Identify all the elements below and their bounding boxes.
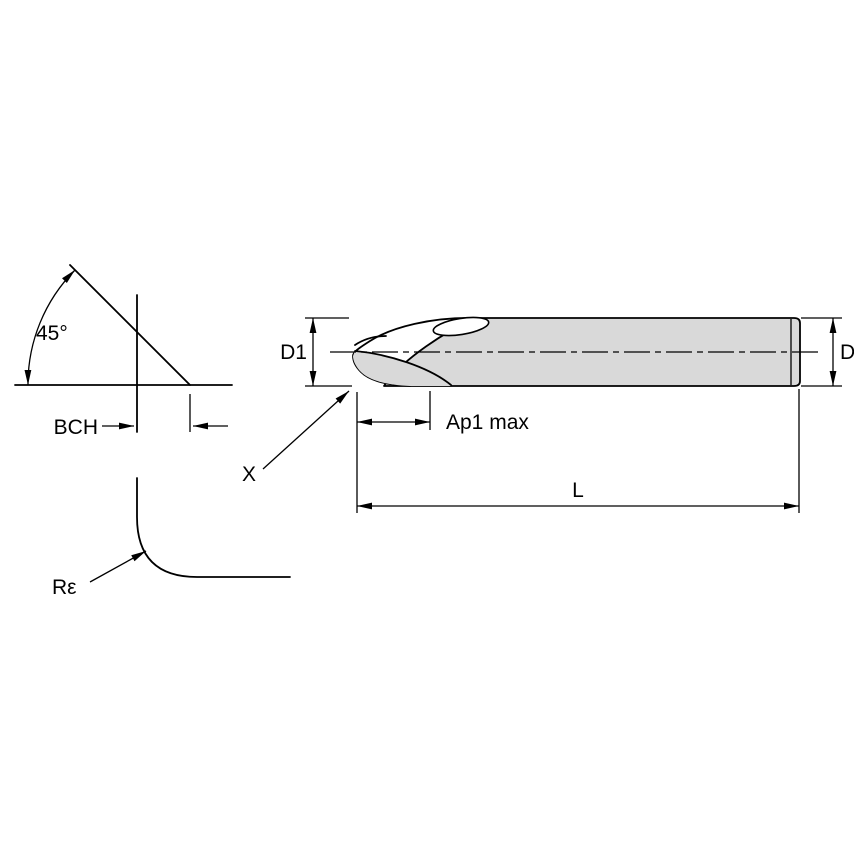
angle-dimension-arc <box>24 269 76 386</box>
d-label: D <box>840 341 854 364</box>
angle-label: 45° <box>36 322 68 345</box>
x-leader-line <box>262 390 350 470</box>
flute-helix-loop <box>432 316 490 337</box>
flute-lower-shading <box>353 351 451 386</box>
ap1-dimension: Ap1 max <box>356 391 529 513</box>
flute-gash-curve <box>354 335 387 346</box>
l-dimension: L <box>357 389 800 513</box>
ap1-label: Ap1 max <box>446 411 529 434</box>
d1-dimension: D1 <box>280 317 352 387</box>
endmill-body-group <box>330 316 822 387</box>
corner-radius-label: Rε <box>52 576 77 599</box>
d1-label: D1 <box>280 341 307 364</box>
corner-radius-leader <box>89 550 147 583</box>
corner-radius-detail: Rε <box>52 477 291 599</box>
chamfer-diagonal-line <box>69 264 191 386</box>
bch-label: BCH <box>54 416 98 439</box>
chamfer-detail: 45° BCH <box>14 264 233 439</box>
x-callout: X <box>242 390 350 486</box>
d-dimension: D <box>801 317 854 387</box>
x-label: X <box>242 463 256 486</box>
corner-radius-profile <box>136 477 291 578</box>
l-label: L <box>572 479 584 502</box>
